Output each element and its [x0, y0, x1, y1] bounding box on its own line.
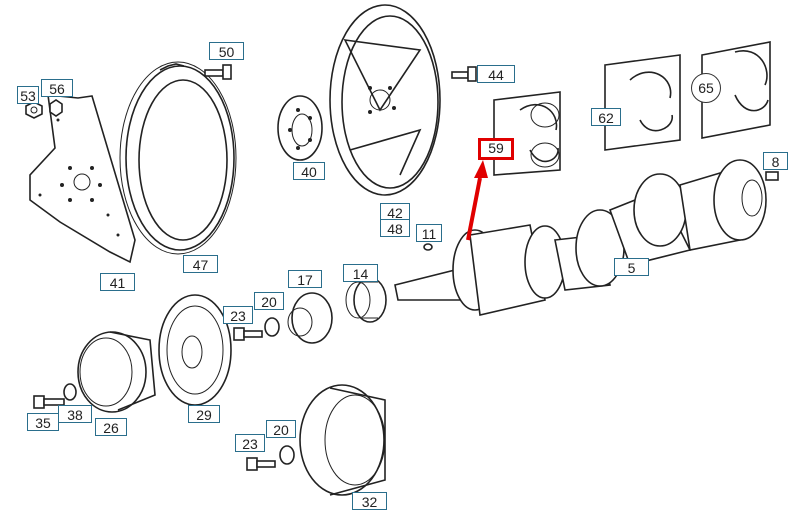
- washer-part: [264, 317, 280, 337]
- crankshaft-part: [394, 159, 767, 316]
- woodruff-key-part: [765, 171, 779, 181]
- damper-part: [158, 294, 232, 406]
- callout-26: 26: [95, 418, 127, 436]
- callout-38: 38: [58, 405, 92, 423]
- washer-part: [63, 383, 77, 401]
- callout-14: 14: [343, 264, 378, 282]
- bolt-part: [33, 395, 65, 409]
- callout-20-lower: 20: [266, 420, 296, 438]
- callout-23-upper: 23: [223, 306, 253, 324]
- callout-48: 48: [380, 219, 410, 237]
- callout-40: 40: [293, 162, 325, 180]
- bolt-part: [451, 66, 477, 82]
- dowel-pin-part: [423, 243, 433, 251]
- callout-44: 44: [477, 65, 515, 83]
- flywheel-part: [329, 4, 441, 196]
- callout-5: 5: [614, 258, 649, 276]
- callout-8: 8: [763, 152, 788, 170]
- hub-part: [287, 292, 333, 344]
- callout-59: 59: [478, 138, 514, 160]
- pulley-part: [77, 331, 156, 413]
- callout-53: 53: [17, 86, 39, 104]
- callout-65: 65: [691, 73, 721, 103]
- washer-part: [279, 445, 295, 465]
- thrust-washer-part: [701, 41, 771, 139]
- callout-47: 47: [183, 255, 218, 273]
- callout-50: 50: [209, 42, 244, 60]
- callout-41: 41: [100, 273, 135, 291]
- bearing-shell-part: [493, 91, 561, 176]
- callout-62: 62: [591, 108, 621, 126]
- callout-23-lower: 23: [235, 434, 265, 452]
- callout-20-upper: 20: [254, 292, 284, 310]
- callout-56: 56: [41, 79, 73, 97]
- callout-11: 11: [416, 224, 442, 242]
- spacer-disc-part: [277, 95, 323, 161]
- drive-plate-part: [29, 94, 136, 264]
- crank-gear-part: [345, 277, 387, 323]
- pulley-part: [299, 384, 386, 496]
- ring-gear-part: [119, 61, 237, 255]
- callout-29: 29: [188, 405, 220, 423]
- bolt-part: [204, 64, 232, 80]
- callout-35: 35: [27, 413, 59, 431]
- bolt-part: [246, 457, 276, 471]
- callout-17: 17: [288, 270, 322, 288]
- bearing-shell-part: [604, 54, 681, 151]
- callout-42: 42: [380, 203, 410, 221]
- callout-32: 32: [352, 492, 387, 510]
- highlight-arrow: [466, 160, 488, 241]
- bolt-part: [233, 327, 263, 341]
